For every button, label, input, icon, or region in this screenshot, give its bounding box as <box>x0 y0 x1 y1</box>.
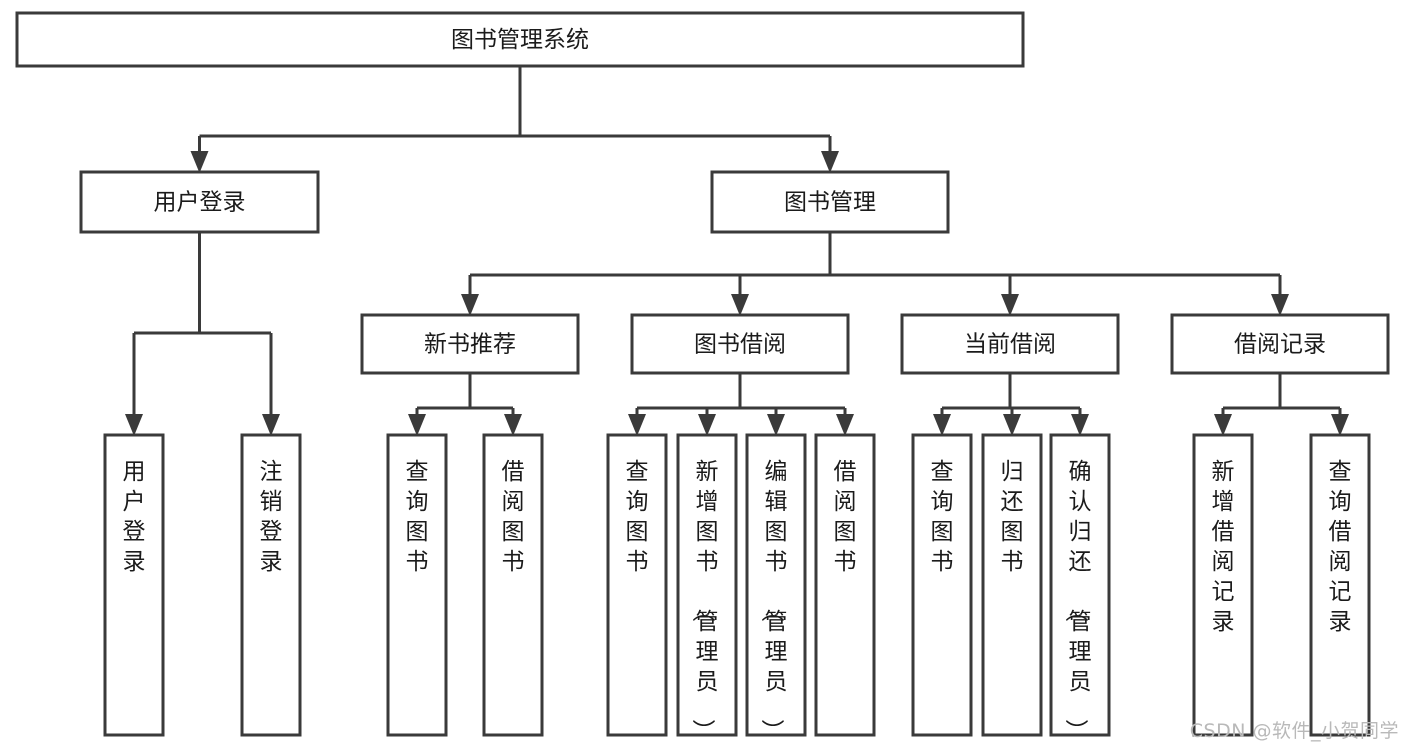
node-l4_c2[interactable]: 新增图书（管理员） <box>676 433 738 742</box>
node-l4_b1[interactable]: 查询图书 <box>386 433 448 737</box>
node-box[interactable] <box>79 170 320 234</box>
node-label: 图书借阅 <box>694 332 786 358</box>
node-l4_c3[interactable]: 编辑图书（管理员） <box>745 433 807 742</box>
node-box[interactable] <box>911 433 973 737</box>
node-box[interactable] <box>981 433 1043 737</box>
nodes-layer: 图书管理系统用户登录图书管理新书推荐图书借阅当前借阅借阅记录用户登录注销登录查询… <box>15 11 1390 742</box>
node-box[interactable] <box>1309 433 1371 737</box>
edge-group-current-bar <box>933 373 1089 436</box>
node-box[interactable] <box>1170 313 1390 375</box>
node-label: 借阅图书 <box>834 459 857 575</box>
node-label: 用户登录 <box>123 459 146 575</box>
node-l2_book[interactable]: 图书管理 <box>710 170 950 234</box>
node-label: 用户登录 <box>154 190 246 216</box>
node-box[interactable] <box>630 313 850 375</box>
node-l3_borrow[interactable]: 图书借阅 <box>630 313 850 375</box>
node-label: 图书管理 <box>784 190 876 216</box>
node-label: 查询图书 <box>406 459 429 575</box>
node-label: 确认归还（管理员） <box>1063 459 1092 742</box>
node-label: 归还图书 <box>1001 459 1024 575</box>
node-l3_current[interactable]: 当前借阅 <box>900 313 1120 375</box>
node-l4_e1[interactable]: 新增借阅记录 <box>1192 433 1254 737</box>
node-box[interactable] <box>103 433 165 737</box>
node-l3_record[interactable]: 借阅记录 <box>1170 313 1390 375</box>
node-box[interactable] <box>814 433 876 737</box>
node-l4_c1[interactable]: 查询图书 <box>606 433 668 737</box>
node-box[interactable] <box>1049 433 1111 737</box>
node-label: 借阅图书 <box>502 459 525 575</box>
node-box[interactable] <box>900 313 1120 375</box>
node-label: 注销登录 <box>260 459 283 575</box>
node-l4_d3[interactable]: 确认归还（管理员） <box>1049 433 1111 742</box>
node-label: 借阅记录 <box>1234 332 1326 358</box>
node-l4_c4[interactable]: 借阅图书 <box>814 433 876 737</box>
node-l4_d2[interactable]: 归还图书 <box>981 433 1043 737</box>
edges-layer <box>125 66 1349 436</box>
node-label: 查询图书 <box>931 459 954 575</box>
edge-group-root-bar <box>190 66 839 173</box>
node-l4_a1[interactable]: 用户登录 <box>103 433 165 737</box>
edge-group-record-bar <box>1214 373 1349 436</box>
node-label: 新书推荐 <box>424 332 516 358</box>
node-label: 新增借阅记录 <box>1212 459 1235 635</box>
node-label: 图书管理系统 <box>451 27 589 53</box>
node-box[interactable] <box>710 170 950 234</box>
node-box[interactable] <box>240 433 302 737</box>
node-box[interactable] <box>676 433 738 737</box>
node-l4_e2[interactable]: 查询借阅记录 <box>1309 433 1371 737</box>
node-box[interactable] <box>360 313 580 375</box>
node-root[interactable]: 图书管理系统 <box>15 11 1025 68</box>
node-label: 当前借阅 <box>964 332 1056 358</box>
node-label: 查询图书 <box>626 459 649 575</box>
node-label: 编辑图书（管理员） <box>759 459 788 742</box>
node-l4_a2[interactable]: 注销登录 <box>240 433 302 737</box>
node-box[interactable] <box>15 11 1025 68</box>
edge-group-new-bar <box>408 373 522 436</box>
edge-group-borrow-bar <box>628 373 854 436</box>
node-l3_new[interactable]: 新书推荐 <box>360 313 580 375</box>
node-box[interactable] <box>386 433 448 737</box>
node-box[interactable] <box>606 433 668 737</box>
node-l4_d1[interactable]: 查询图书 <box>911 433 973 737</box>
node-l2_user[interactable]: 用户登录 <box>79 170 320 234</box>
node-box[interactable] <box>482 433 544 737</box>
edge-group-user-bar <box>125 232 280 436</box>
node-label: 新增图书（管理员） <box>690 459 719 742</box>
edge-group-book-bar <box>461 232 1289 316</box>
node-label: 查询借阅记录 <box>1329 459 1352 635</box>
node-box[interactable] <box>1192 433 1254 737</box>
node-l4_b2[interactable]: 借阅图书 <box>482 433 544 737</box>
node-box[interactable] <box>745 433 807 737</box>
csdn-watermark: CSDN @软件_小贺同学 <box>1189 720 1399 742</box>
